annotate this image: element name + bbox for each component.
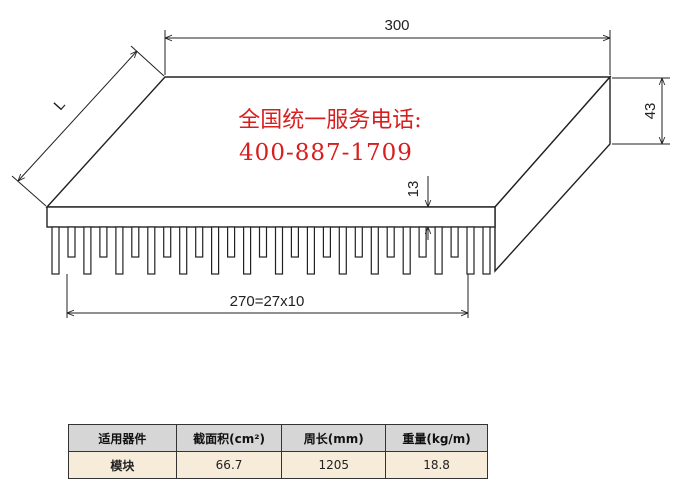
heatsink-fin xyxy=(227,226,236,258)
heatsink-fin xyxy=(115,226,124,275)
heatsink-fin xyxy=(274,226,284,275)
header-device: 适用器件 xyxy=(68,424,177,452)
heatsink-fin xyxy=(306,226,315,275)
heatsink-fin xyxy=(434,226,443,275)
heatsink-fin xyxy=(370,226,379,275)
heatsink-fin xyxy=(258,226,268,258)
heatsink-fin xyxy=(466,226,475,275)
spec-table: 适用器件 截面积(cm²) 周长(mm) 重量(kg/m) 模块 66.7 12… xyxy=(68,424,488,479)
cell-device: 模块 xyxy=(68,451,177,479)
heatsink-fin xyxy=(67,226,76,258)
heatsink-fins xyxy=(51,226,491,275)
heatsink-fin xyxy=(243,226,252,275)
heatsink-fin xyxy=(338,226,347,275)
heatsink-side-face xyxy=(494,75,611,273)
heatsink-fin xyxy=(450,226,459,258)
heatsink-fin xyxy=(402,226,411,275)
heatsink-fin xyxy=(99,226,108,258)
dimension-fin-height: 13 xyxy=(405,176,428,240)
heatsink-fin xyxy=(322,226,331,258)
heatsink-fin xyxy=(418,226,427,258)
spec-table-header: 适用器件 截面积(cm²) 周长(mm) 重量(kg/m) xyxy=(68,424,488,452)
table-row: 模块 66.7 1205 18.8 xyxy=(68,451,488,479)
dimension-fin-height-label: 13 xyxy=(405,181,422,198)
heatsink-drawing: 300 43 L 13 270=27x10 全国统一服务电话: 400-887-… xyxy=(11,17,670,318)
heatsink-fin xyxy=(83,226,92,275)
hotline-title: 全国统一服务电话: xyxy=(238,108,421,133)
header-weight: 重量(kg/m) xyxy=(385,424,488,452)
dimension-length: 300 xyxy=(164,17,611,75)
heatsink-fin xyxy=(211,226,220,275)
dimension-fin-span: 270=27x10 xyxy=(66,274,469,318)
dimension-length-label: 300 xyxy=(384,17,409,34)
heatsink-fin xyxy=(354,226,363,258)
heatsink-fin xyxy=(131,226,140,258)
dimension-height: 43 xyxy=(612,77,670,145)
cell-perimeter: 1205 xyxy=(281,451,387,479)
cell-weight: 18.8 xyxy=(385,451,488,479)
cell-cross-section: 66.7 xyxy=(175,451,283,479)
heatsink-fin xyxy=(51,226,60,275)
dimension-depth-label: L xyxy=(51,96,69,114)
heatsink-base-plate xyxy=(46,206,496,228)
heatsink-fin xyxy=(195,226,204,258)
dimension-fin-span-label: 270=27x10 xyxy=(230,293,305,310)
header-cross-section: 截面积(cm²) xyxy=(175,424,283,452)
dimension-height-label: 43 xyxy=(642,103,659,120)
heatsink-fin xyxy=(147,226,156,275)
heatsink-fin xyxy=(386,226,395,258)
heatsink-fin xyxy=(163,226,172,258)
header-perimeter: 周长(mm) xyxy=(281,424,387,452)
heatsink-fin xyxy=(179,226,188,275)
heatsink-fin xyxy=(482,226,491,275)
hotline-number: 400-887-1709 xyxy=(239,140,413,166)
heatsink-fin xyxy=(290,226,299,258)
